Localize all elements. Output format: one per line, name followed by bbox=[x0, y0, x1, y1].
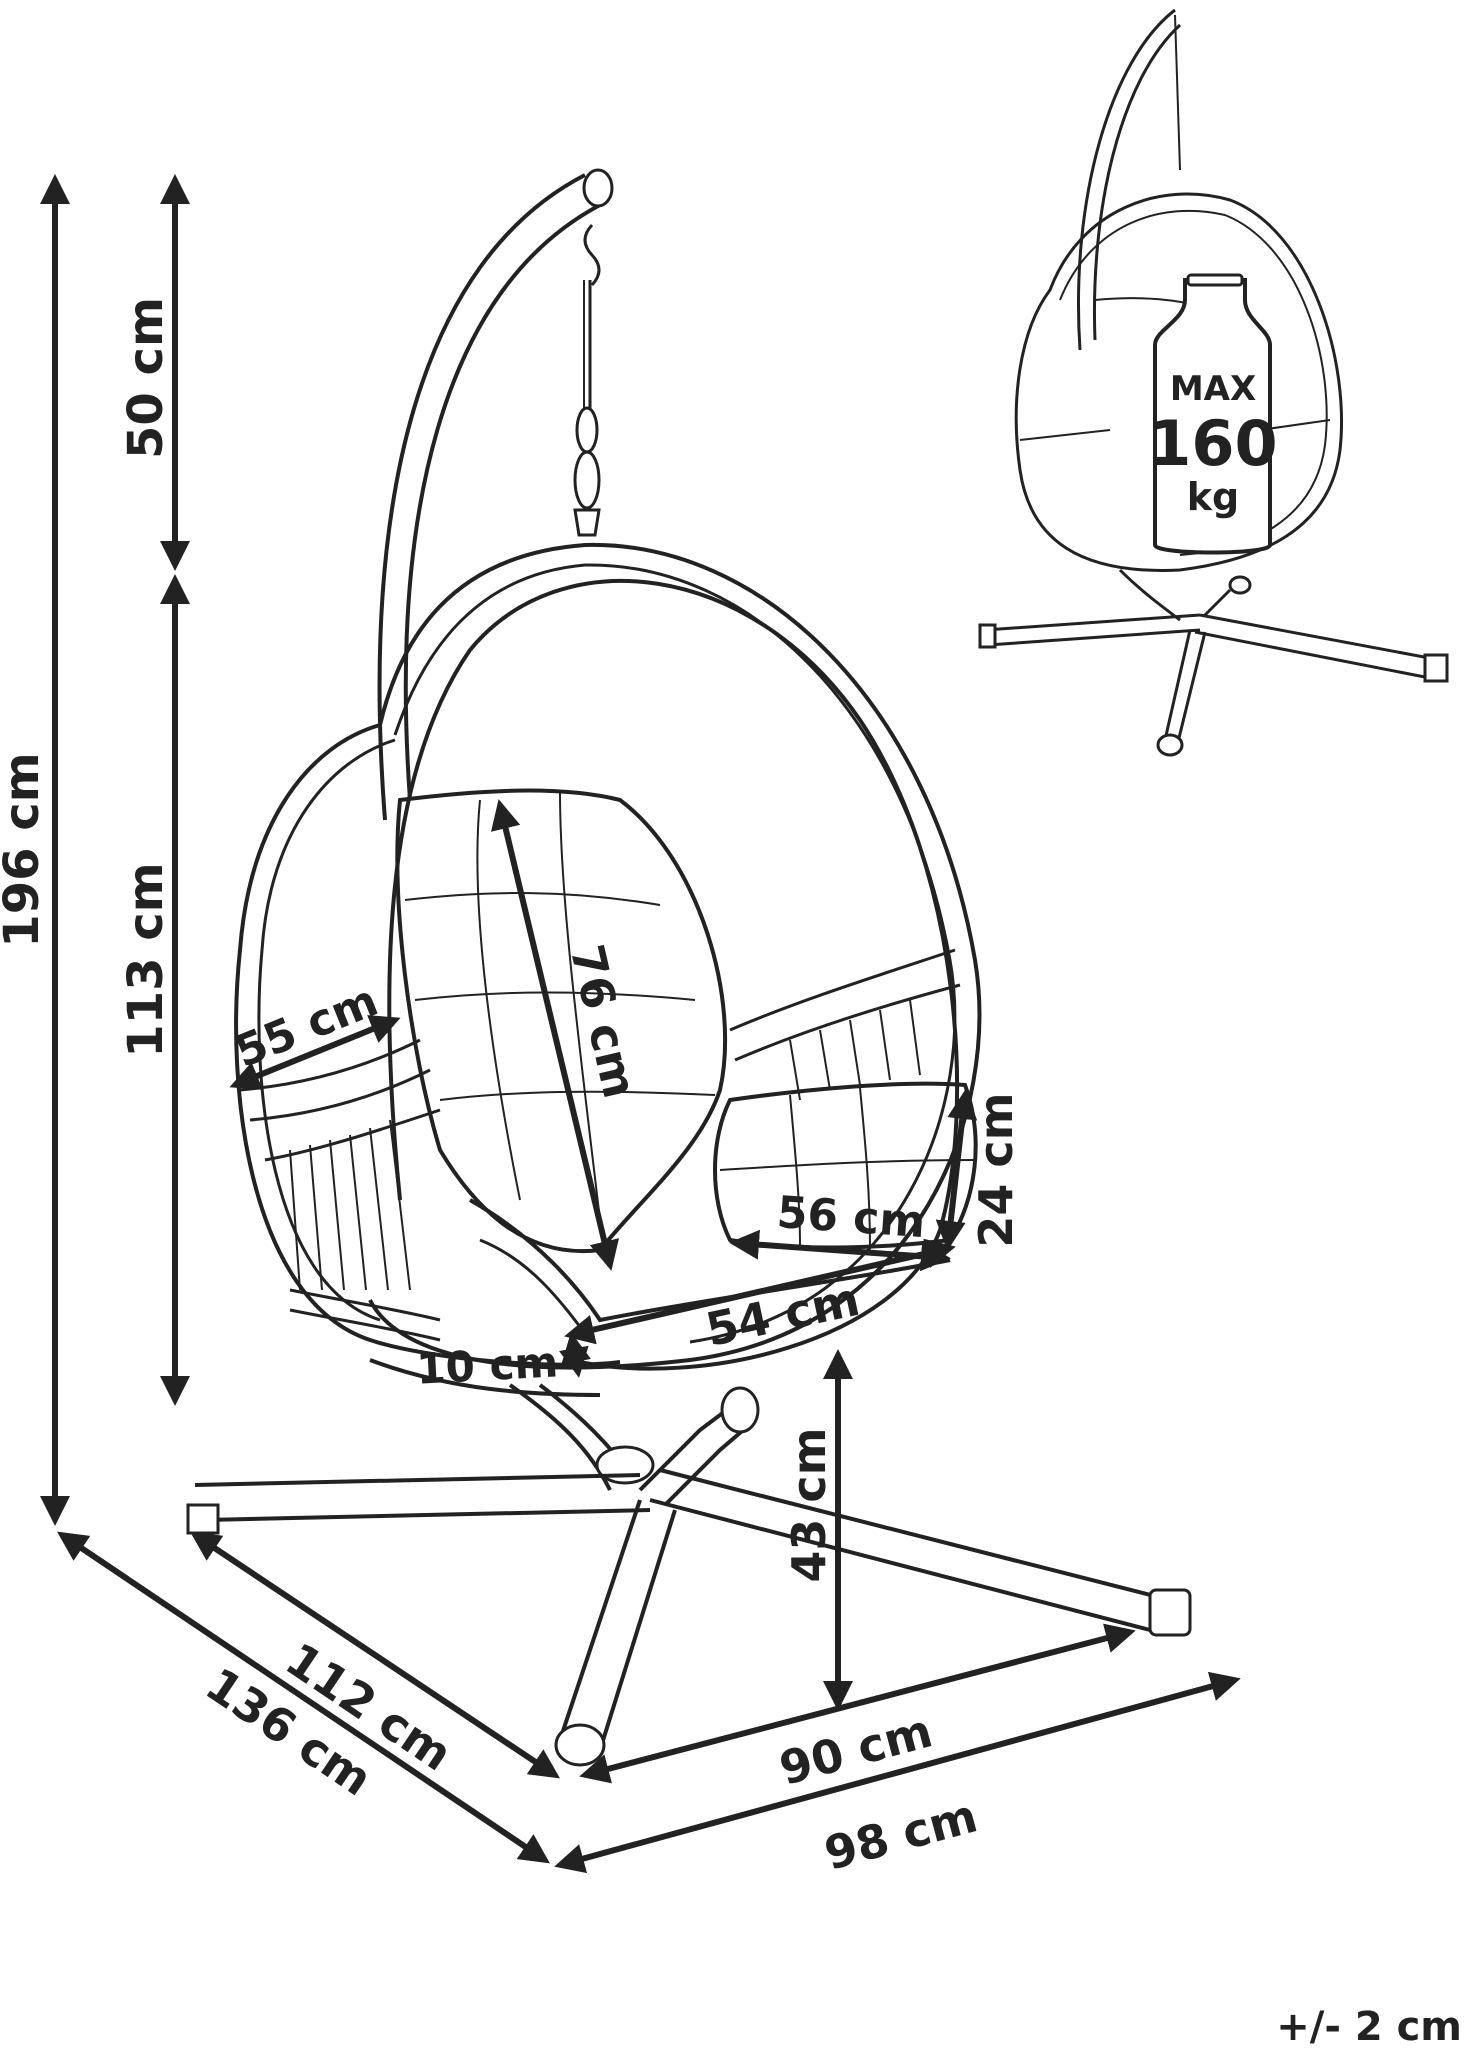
label-stand-inner-height: 113 cm bbox=[118, 862, 174, 1057]
label-seat-width: 55 cm bbox=[228, 975, 385, 1078]
main-chair-illustration bbox=[186, 168, 1192, 1767]
weight-max-label: MAX bbox=[1170, 369, 1256, 409]
weight-badge: MAX 160 kg bbox=[1148, 273, 1278, 555]
dim-seat-thickness bbox=[559, 1332, 591, 1378]
small-chair-illustration: MAX 160 kg bbox=[978, 8, 1449, 757]
label-tolerance: +/- 2 cm bbox=[1276, 2004, 1462, 2048]
label-hook-height: 50 cm bbox=[118, 297, 174, 459]
weight-value: 160 bbox=[1148, 407, 1277, 480]
dimension-lines bbox=[40, 174, 1241, 1874]
label-seat-thickness: 10 cm bbox=[415, 1337, 559, 1393]
dim-base-depth-outer bbox=[554, 1671, 1241, 1874]
label-seat-height: 43 cm bbox=[782, 1427, 836, 1582]
label-side-pillow: 24 cm bbox=[969, 1092, 1023, 1247]
label-overall-height: 196 cm bbox=[0, 752, 50, 947]
label-base-depth-outer: 98 cm bbox=[819, 1788, 983, 1880]
dim-base-width-outer bbox=[57, 1531, 550, 1864]
dimension-labels: 196 cm 50 cm 113 cm 55 cm 76 cm 24 cm 56… bbox=[0, 297, 1462, 2048]
chain bbox=[573, 223, 601, 537]
weave-lines bbox=[239, 948, 961, 1342]
dim-back-cushion bbox=[490, 799, 620, 1271]
label-pillow-width: 56 cm bbox=[775, 1187, 927, 1248]
back-cushion bbox=[395, 788, 728, 1254]
dim-seat-depth bbox=[564, 1238, 956, 1345]
weight-unit: kg bbox=[1187, 475, 1239, 519]
label-back-cushion: 76 cm bbox=[560, 940, 648, 1103]
dim-seat-width bbox=[229, 1015, 401, 1090]
dim-side-pillow bbox=[935, 1089, 978, 1251]
